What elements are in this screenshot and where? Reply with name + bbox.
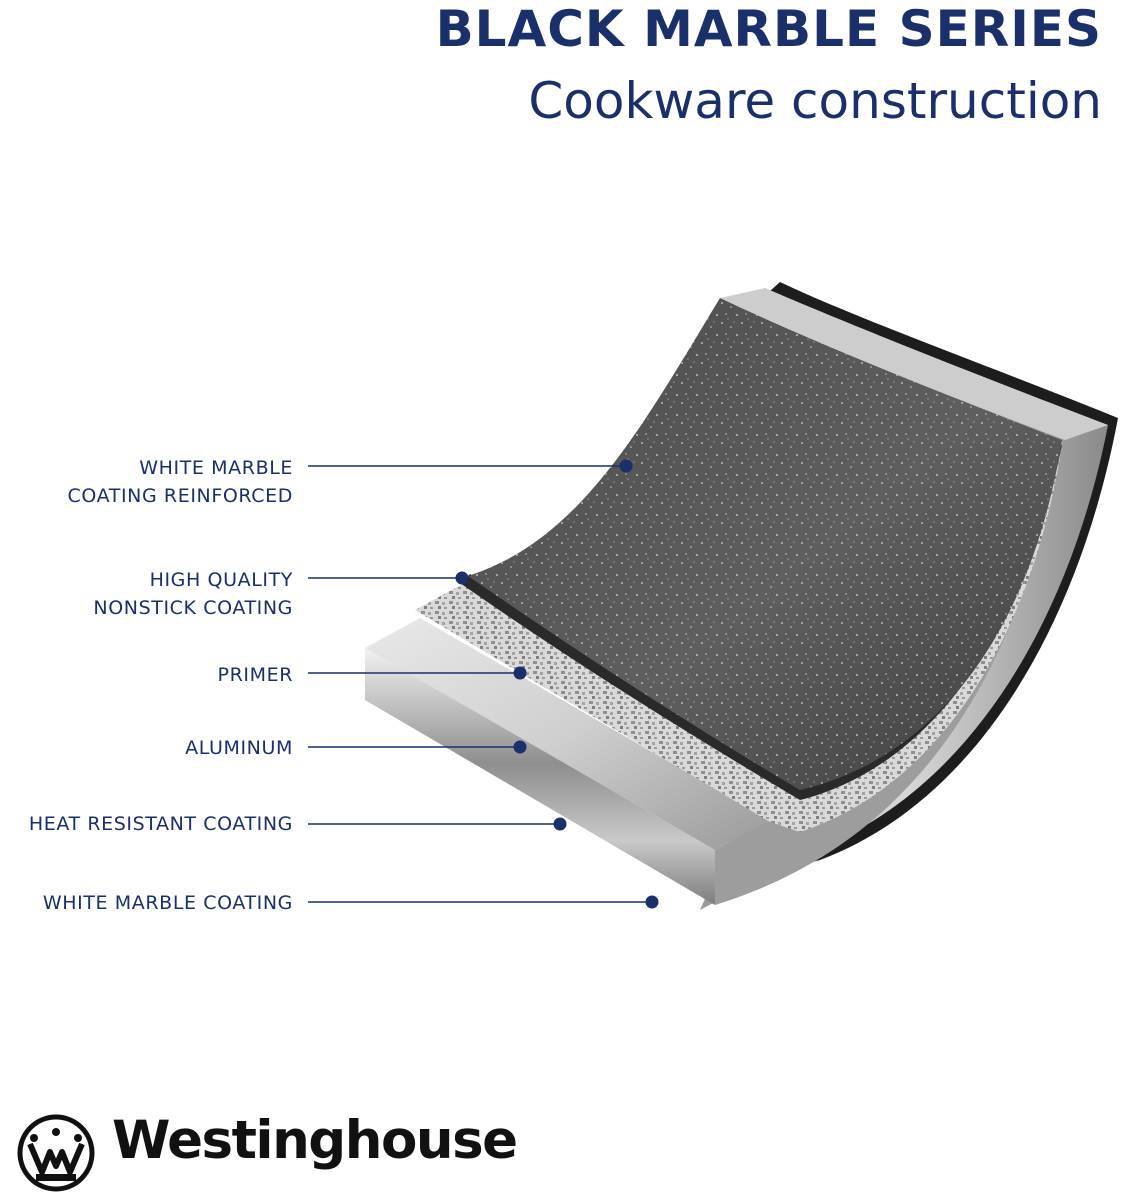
leader-dot bbox=[513, 666, 527, 680]
base-slab-top-shape bbox=[365, 618, 770, 850]
page-subtitle: Cookware construction bbox=[528, 72, 1102, 130]
leader-dot bbox=[553, 817, 567, 831]
layer-label-line: WHITE MARBLE COATING bbox=[42, 892, 293, 914]
layer-label: WHITE MARBLE COATING bbox=[43, 889, 293, 917]
westinghouse-w-logo-icon bbox=[17, 1114, 95, 1192]
page-title: BLACK MARBLE SERIES bbox=[435, 0, 1102, 58]
layer-label-line: NONSTICK COATING bbox=[93, 597, 293, 619]
layer-label-line: ALUMINUM bbox=[185, 737, 293, 759]
callout-leaders bbox=[308, 459, 659, 909]
layer-label-line: WHITE MARBLE bbox=[139, 457, 293, 479]
layer-label: HEAT RESISTANT COATING bbox=[29, 810, 293, 838]
marble-speckle-overlay-shape bbox=[468, 298, 1062, 790]
top-edge-band-shape bbox=[720, 288, 1108, 440]
layer-label-line: HIGH QUALITY bbox=[149, 569, 293, 591]
leader-dot bbox=[619, 459, 633, 473]
brand-name: Westinghouse bbox=[112, 1110, 518, 1171]
layer-label-line: COATING REINFORCED bbox=[67, 485, 293, 507]
layer-label: HIGH QUALITY NONSTICK COATING bbox=[93, 566, 293, 622]
leader-dot bbox=[513, 740, 527, 754]
layer-label: WHITE MARBLE COATING REINFORCED bbox=[68, 454, 293, 510]
layer-label: ALUMINUM bbox=[185, 734, 293, 762]
leader-dot bbox=[455, 571, 469, 585]
layer-label-line: HEAT RESISTANT COATING bbox=[28, 813, 293, 835]
base-slab-front-shape bbox=[365, 648, 715, 905]
layer-label-line: PRIMER bbox=[217, 664, 293, 686]
leader-dot bbox=[645, 895, 659, 909]
cookware-layers-illustration bbox=[365, 282, 1118, 910]
layer-label: PRIMER bbox=[218, 661, 293, 689]
